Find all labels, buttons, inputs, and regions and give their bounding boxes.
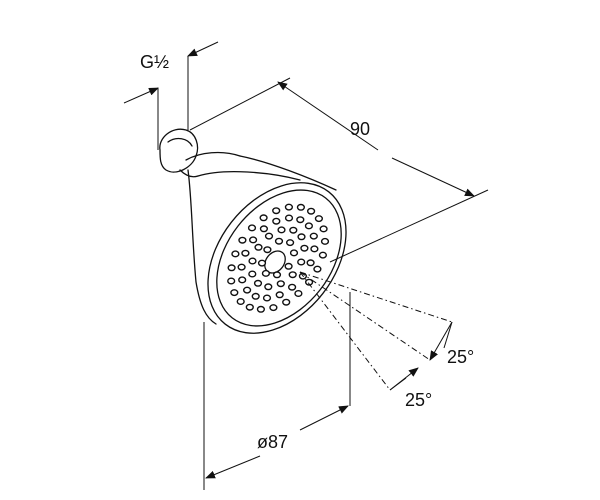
nozzle bbox=[304, 222, 314, 230]
nozzle bbox=[264, 232, 274, 240]
spray-line-lower bbox=[299, 271, 391, 391]
body-inner-edge bbox=[197, 170, 301, 181]
nozzle bbox=[257, 259, 267, 267]
nozzle bbox=[297, 233, 306, 241]
angle-arrow-upper bbox=[429, 321, 453, 361]
nozzle bbox=[249, 236, 258, 244]
nozzle bbox=[264, 283, 273, 291]
nozzle bbox=[289, 226, 298, 234]
neck-top-edge bbox=[185, 151, 241, 161]
nozzle bbox=[231, 250, 240, 258]
nozzle bbox=[284, 214, 294, 222]
angle-tick-lower bbox=[389, 377, 407, 391]
diameter-dimension: ø87 bbox=[203, 292, 351, 490]
thread-arrow-left bbox=[123, 87, 159, 104]
length-extension-bottom bbox=[329, 189, 489, 263]
thread-dimension: G½ bbox=[123, 41, 219, 150]
nozzle bbox=[288, 271, 297, 279]
angle-label-lower: 25° bbox=[405, 390, 432, 410]
nozzle bbox=[238, 276, 247, 284]
length-arrow-top bbox=[277, 81, 379, 151]
nozzle bbox=[314, 215, 324, 223]
nozzle bbox=[294, 290, 303, 298]
nozzle bbox=[296, 216, 305, 224]
body-left-edge bbox=[187, 169, 217, 325]
nozzle bbox=[296, 203, 306, 211]
nozzle bbox=[238, 236, 247, 244]
nozzle bbox=[319, 225, 328, 233]
nozzle bbox=[306, 259, 315, 267]
nozzle bbox=[259, 214, 268, 222]
nozzle bbox=[245, 303, 254, 311]
thread-arrow-right bbox=[187, 41, 219, 57]
nozzle bbox=[305, 278, 314, 286]
nozzle bbox=[309, 232, 318, 240]
nozzle bbox=[274, 237, 284, 245]
nozzle bbox=[237, 263, 246, 271]
nozzle bbox=[243, 286, 252, 294]
nozzle bbox=[318, 251, 328, 259]
nozzle bbox=[307, 207, 316, 215]
nozzle bbox=[227, 277, 236, 285]
nozzle bbox=[248, 270, 257, 278]
nozzle bbox=[261, 269, 271, 277]
nozzle bbox=[230, 289, 239, 297]
face-outer-rim bbox=[207, 182, 347, 334]
length-label: 90 bbox=[350, 119, 370, 139]
nozzle bbox=[277, 226, 286, 234]
nozzle bbox=[288, 283, 297, 291]
nozzle bbox=[227, 264, 236, 272]
nozzle bbox=[276, 280, 285, 288]
nozzle bbox=[275, 291, 284, 299]
nozzle bbox=[253, 279, 263, 287]
nozzle bbox=[256, 305, 266, 313]
thread-label: G½ bbox=[140, 52, 169, 72]
diameter-label: ø87 bbox=[257, 432, 288, 452]
ball-joint-ring bbox=[167, 137, 193, 147]
nozzle bbox=[251, 292, 260, 300]
angle-tick-upper bbox=[443, 321, 453, 349]
body-top-edge bbox=[239, 155, 337, 191]
nozzle bbox=[259, 225, 269, 233]
nozzle bbox=[284, 203, 294, 211]
diameter-arrow-right bbox=[299, 405, 349, 431]
nozzle bbox=[300, 244, 309, 252]
nozzle bbox=[248, 257, 257, 265]
nozzle-array bbox=[227, 203, 330, 313]
nozzle bbox=[289, 249, 299, 257]
shower-head bbox=[159, 128, 347, 334]
nozzle bbox=[241, 249, 250, 257]
nozzle bbox=[263, 246, 272, 254]
nozzle bbox=[286, 239, 295, 247]
length-arrow-bottom bbox=[391, 157, 475, 197]
nozzle bbox=[313, 265, 322, 273]
angle-label-upper: 25° bbox=[447, 347, 474, 367]
nozzle bbox=[310, 245, 319, 253]
nozzle bbox=[262, 294, 272, 302]
nozzle bbox=[269, 304, 278, 312]
nozzle bbox=[236, 298, 245, 306]
nozzle bbox=[297, 258, 306, 266]
ball-joint bbox=[159, 128, 199, 173]
nozzle bbox=[272, 207, 281, 215]
nozzle bbox=[247, 224, 257, 232]
length-extension-top bbox=[189, 77, 291, 131]
nozzle bbox=[254, 243, 263, 251]
nozzle bbox=[272, 217, 281, 225]
nozzle bbox=[320, 237, 330, 245]
spray-line-upper bbox=[299, 271, 453, 323]
nozzle bbox=[272, 271, 282, 279]
nozzle bbox=[284, 262, 293, 270]
length-dimension: 90 bbox=[189, 77, 489, 263]
spray-angle-lines: 25° 25° bbox=[299, 271, 474, 410]
spray-line-center bbox=[299, 271, 431, 361]
face-inner-rim bbox=[216, 189, 342, 327]
diameter-arrow-left bbox=[205, 455, 261, 479]
nozzle bbox=[282, 298, 291, 306]
